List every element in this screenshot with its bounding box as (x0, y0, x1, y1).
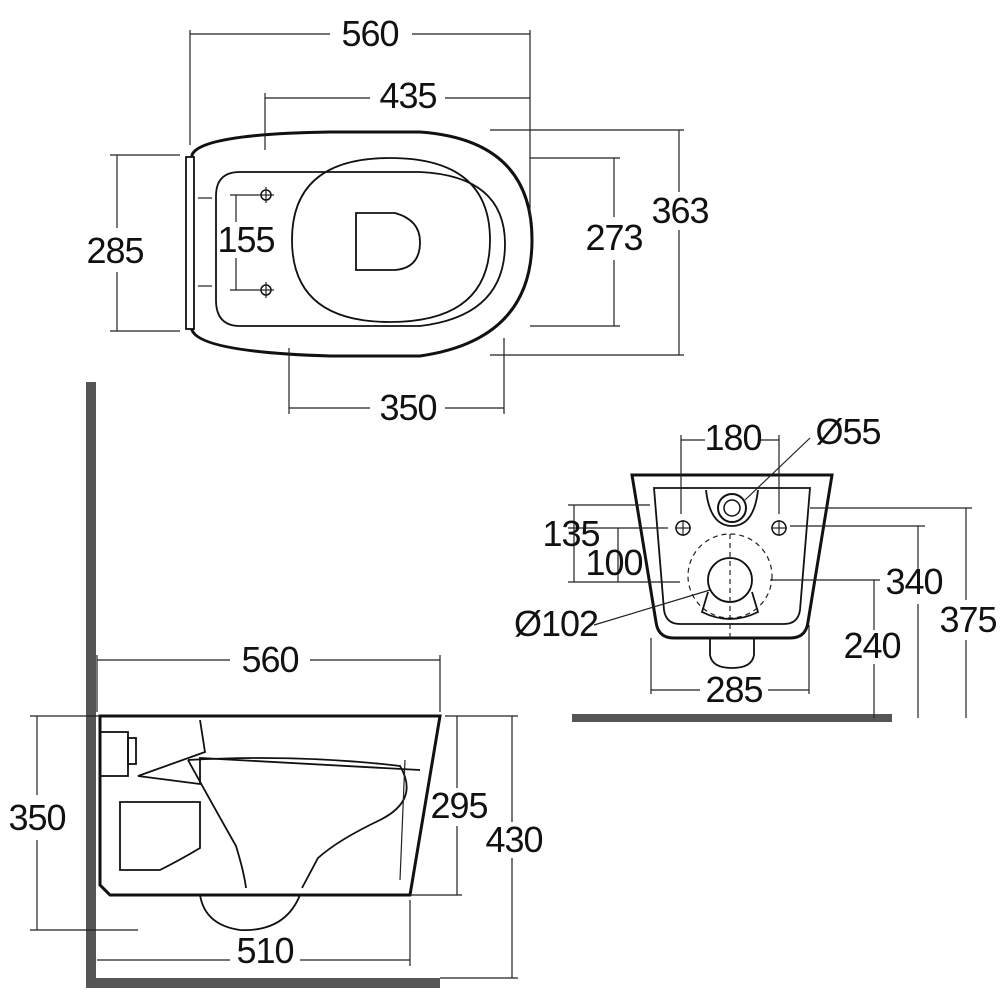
dim-side-overall-length: 560 (241, 639, 298, 680)
dim-side-bowl-depth: 295 (430, 785, 487, 826)
fixing-hole-icon (771, 520, 787, 536)
dim-top-overall-length: 560 (341, 13, 398, 54)
dim-side-outlet-projection: 510 (236, 930, 293, 971)
floor-front (572, 714, 892, 722)
front-view: 180 Ø55 135 100 Ø102 285 375 340 240 (514, 411, 998, 722)
floor (86, 978, 440, 988)
inner-rim (215, 171, 506, 327)
top-view: 560 435 285 155 363 273 350 (86, 13, 709, 428)
inlet-circle (717, 493, 747, 523)
bowl-outline-top (190, 130, 534, 358)
dim-front-top-to-floor: 375 (939, 599, 996, 640)
dim-top-inner-length: 350 (379, 387, 436, 428)
fixing-hole-icon (675, 520, 691, 536)
dim-top-rear-width: 285 (86, 230, 143, 271)
dim-top-overall-width: 363 (651, 190, 708, 231)
wall (86, 382, 96, 988)
outlet-shape (355, 212, 421, 271)
bowl-outline-front (630, 473, 834, 640)
dim-front-outlet-to-floor: 240 (843, 625, 900, 666)
side-view: 560 350 295 430 510 (8, 382, 544, 988)
dim-front-fixing-lower: 100 (585, 542, 642, 583)
dim-top-seat-length: 435 (379, 75, 436, 116)
dim-front-fixing-to-floor: 340 (885, 561, 942, 602)
dim-front-inlet-diameter: Ø55 (815, 411, 880, 452)
dim-front-base-width: 285 (705, 669, 762, 710)
fixing-hole-icon (258, 282, 274, 298)
dim-front-fixing-upper: 135 (542, 513, 599, 554)
dim-front-outlet-diameter: Ø102 (514, 603, 598, 644)
fixing-hole-icon (258, 187, 274, 203)
bowl-outline-side (98, 714, 442, 897)
wall-flange (185, 156, 195, 330)
dim-top-fixing-spacing: 155 (217, 219, 274, 260)
dim-side-rim-height: 350 (8, 797, 65, 838)
dim-top-front-width: 273 (585, 217, 642, 258)
bowl-opening (291, 157, 491, 323)
dim-side-overall-height: 430 (485, 819, 542, 860)
dim-front-fixing-centres: 180 (704, 417, 761, 458)
